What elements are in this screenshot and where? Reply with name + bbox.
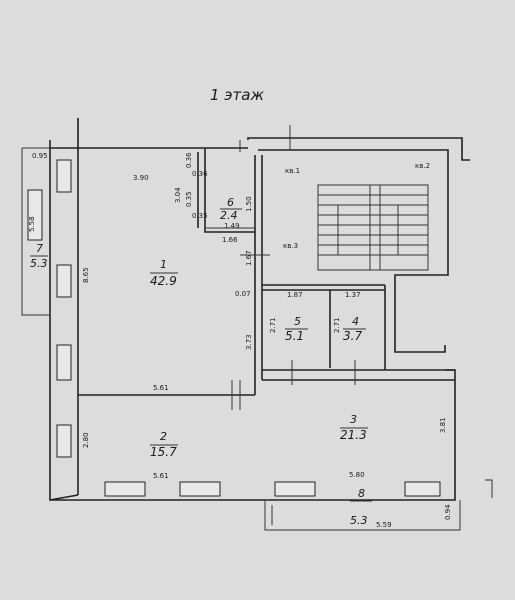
dim-label: 5.58	[28, 216, 36, 232]
dim-label: 3.73	[245, 334, 253, 350]
window-south-2	[179, 481, 221, 497]
room-area: 5.3	[350, 514, 368, 527]
room-3: 3 21.3	[340, 413, 368, 442]
dim-label: 5.61	[153, 384, 169, 392]
dim-label: 3.81	[439, 417, 447, 433]
dim-label: 5.61	[153, 472, 169, 480]
room-number: 4	[352, 315, 359, 328]
room-area: 15.7	[150, 445, 177, 459]
window-south-1	[104, 481, 146, 497]
room-number: 2	[160, 430, 167, 443]
room-5: 5 5.1	[285, 315, 308, 343]
room-number: 7	[36, 242, 43, 255]
room-area: 42.9	[150, 274, 177, 288]
dim-label: 1.66	[222, 236, 238, 244]
room-number: 1	[160, 258, 167, 271]
room-number: 5	[294, 315, 301, 328]
dim-label: 0.95	[32, 152, 48, 160]
dimension-labels: 0.95 3.90 0.36 0.36 0.35 0.35 3.04 1.50 …	[28, 152, 452, 529]
dim-label: 0.35	[192, 212, 208, 220]
dim-label: 0.36	[192, 170, 208, 178]
apartment-label-kv2: кв.2	[415, 162, 430, 170]
room-number: 3	[350, 413, 357, 426]
dim-label: 1.49	[224, 222, 240, 230]
window-west-2	[56, 264, 72, 298]
window-west-3	[56, 344, 72, 381]
dim-label: 0.36	[185, 152, 193, 168]
dim-label: 5.80	[349, 471, 365, 479]
room-1: 1 42.9	[150, 258, 178, 288]
dim-label: 3.04	[174, 187, 182, 203]
dim-label: 0.94	[444, 504, 452, 520]
room-area: 21.3	[340, 428, 367, 442]
apartment-label-kv3: кв.3	[283, 242, 298, 250]
windows	[27, 159, 441, 497]
apartment-label-kv1: кв.1	[285, 167, 300, 175]
dim-label: 0.35	[185, 191, 193, 207]
window-balcony	[27, 189, 43, 241]
room-number: 6	[227, 196, 234, 209]
interior-walls	[78, 140, 455, 396]
window-west-4	[56, 424, 72, 458]
window-south-4	[404, 481, 441, 497]
staircase	[317, 184, 429, 271]
dim-label: 1.37	[345, 291, 361, 299]
dim-label: 2.80	[82, 432, 90, 448]
floor-title: 1 этаж	[210, 86, 264, 104]
dim-label: 3.90	[133, 174, 149, 182]
room-number: 8	[358, 487, 365, 500]
room-2: 2 15.7	[150, 430, 178, 459]
dim-label: 1.67	[245, 250, 253, 266]
room-6: 6 2.4	[220, 196, 242, 222]
dim-label: 5.59	[376, 521, 392, 529]
door-marks	[231, 125, 356, 410]
dim-label: 1.87	[287, 291, 303, 299]
dim-label: 8.65	[82, 267, 90, 283]
room-area: 5.1	[285, 329, 304, 343]
dim-label: 2.71	[269, 317, 277, 333]
room-area: 2.4	[220, 209, 238, 222]
outer-walls	[21, 118, 493, 531]
dim-label: 0.07	[235, 290, 251, 298]
dim-label: 2.71	[333, 317, 341, 333]
room-7: 7 5.3	[30, 242, 48, 270]
room-4: 4 3.7	[343, 315, 366, 343]
room-area: 3.7	[343, 329, 362, 343]
room-8: 8 5.3	[350, 487, 372, 527]
room-area: 5.3	[30, 257, 48, 270]
window-south-3	[274, 481, 316, 497]
dim-label: 1.50	[245, 196, 253, 212]
window-west-1	[56, 159, 72, 193]
